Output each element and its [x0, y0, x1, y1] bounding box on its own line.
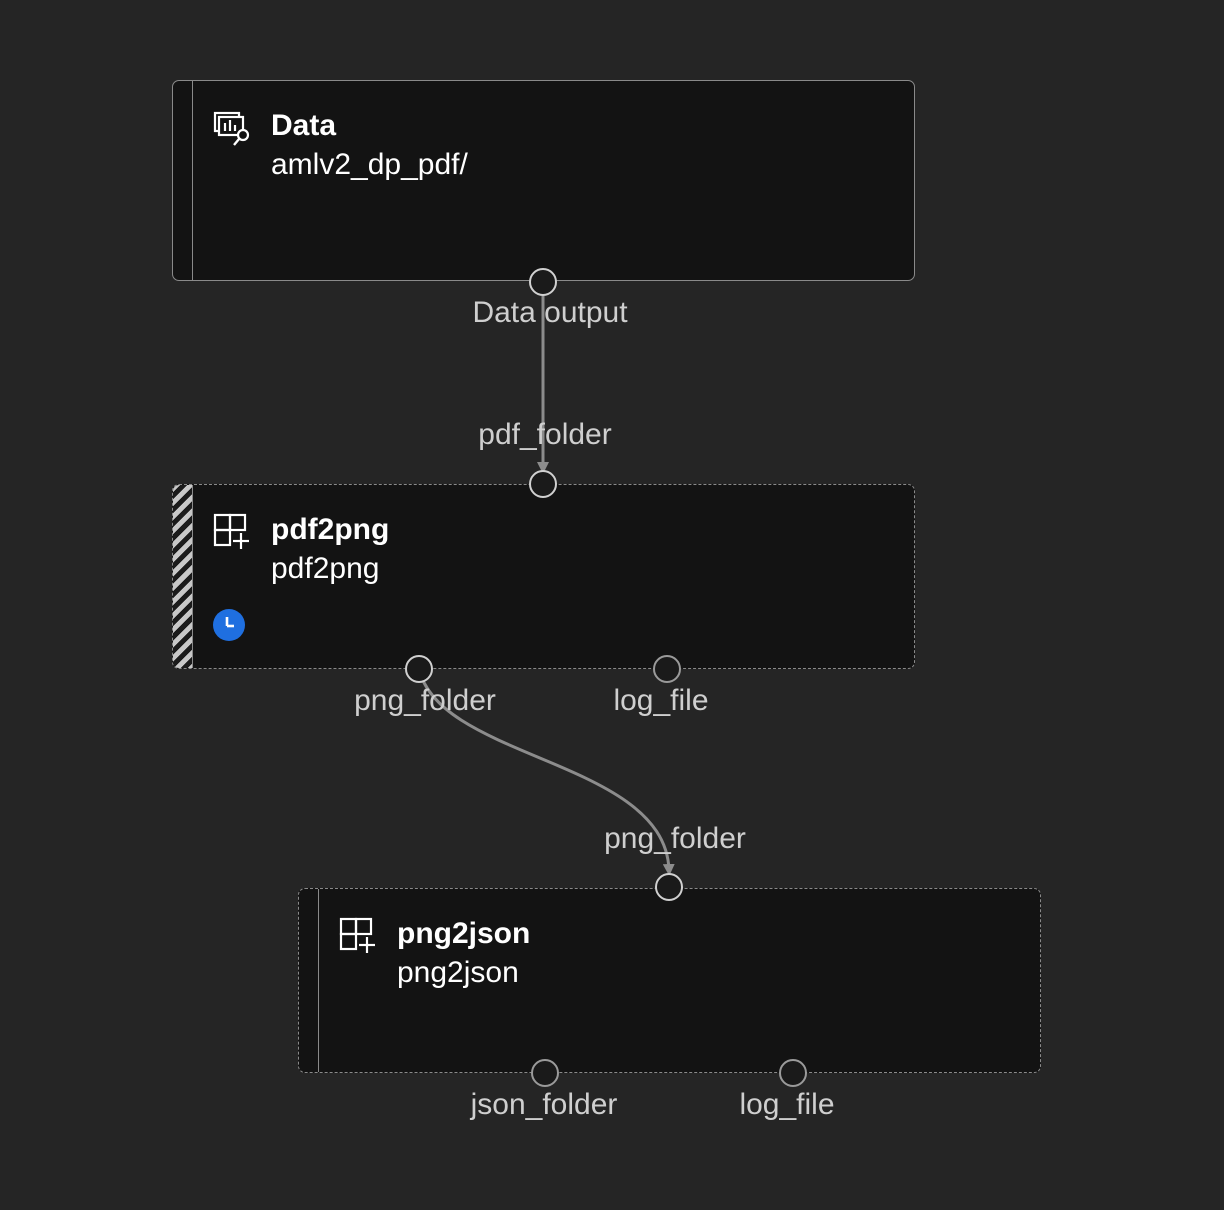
- dataset-icon: [213, 109, 253, 149]
- port-log-file-output-2[interactable]: [779, 1059, 807, 1087]
- node-png2json[interactable]: png2json png2json: [298, 888, 1041, 1073]
- queued-clock-icon: [213, 609, 245, 641]
- node-subtitle: amlv2_dp_pdf/: [271, 148, 468, 181]
- port-png-folder-output[interactable]: [405, 655, 433, 683]
- port-label-png-folder-out: png_folder: [354, 684, 496, 717]
- port-label-png-folder-in: png_folder: [604, 822, 746, 855]
- node-status-bar: [173, 81, 193, 280]
- node-status-bar: [299, 889, 319, 1072]
- node-subtitle: pdf2png: [271, 552, 380, 585]
- node-status-bar: [173, 485, 193, 668]
- port-label-json-folder: json_folder: [470, 1088, 618, 1121]
- node-subtitle: png2json: [397, 956, 519, 989]
- node-data[interactable]: Data amlv2_dp_pdf/: [172, 80, 915, 281]
- component-icon: [339, 917, 379, 957]
- port-png-folder-input[interactable]: [655, 873, 683, 901]
- component-icon: [213, 513, 253, 553]
- node-title: Data: [271, 109, 337, 142]
- port-label-log-file-2: log_file: [739, 1088, 835, 1121]
- port-label-pdf-folder: pdf_folder: [478, 418, 612, 451]
- port-data-output[interactable]: [529, 268, 557, 296]
- port-json-folder-output[interactable]: [531, 1059, 559, 1087]
- node-title: png2json: [397, 917, 531, 950]
- port-pdf-folder-input[interactable]: [529, 470, 557, 498]
- node-pdf2png[interactable]: pdf2png pdf2png: [172, 484, 915, 669]
- port-label-log-file: log_file: [613, 684, 709, 717]
- node-title: pdf2png: [271, 513, 390, 546]
- port-label-data-output: Data output: [472, 296, 628, 329]
- port-log-file-output[interactable]: [653, 655, 681, 683]
